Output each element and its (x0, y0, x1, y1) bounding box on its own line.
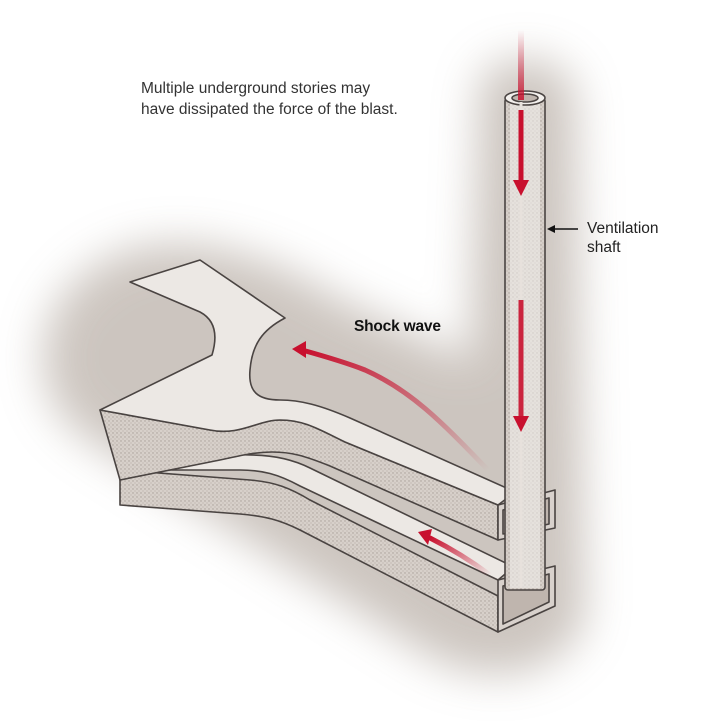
ventilation-label-line1: Ventilation (587, 220, 659, 237)
shock-wave-arrow-lower (427, 535, 493, 578)
shock-wave-arrow-upper (299, 347, 491, 473)
ventilation-leader (547, 225, 578, 233)
shock-wave-arrowhead-upper (292, 341, 306, 358)
shaft-arrowhead-lower (513, 416, 529, 432)
caption-text: Multiple underground stories may have di… (141, 80, 398, 118)
shock-wave-label: Shock wave (354, 318, 441, 335)
shaft-arrowhead-upper (513, 180, 529, 196)
blast-beam (518, 30, 524, 100)
shock-wave-arrowhead-lower (418, 529, 432, 545)
soil-shading (43, 58, 585, 675)
blast-arrows (292, 30, 529, 578)
ventilation-shaft (504, 90, 546, 591)
ventilation-label-line2: shaft (587, 239, 621, 256)
ventilation-shaft-label: Ventilation shaft (587, 219, 659, 257)
